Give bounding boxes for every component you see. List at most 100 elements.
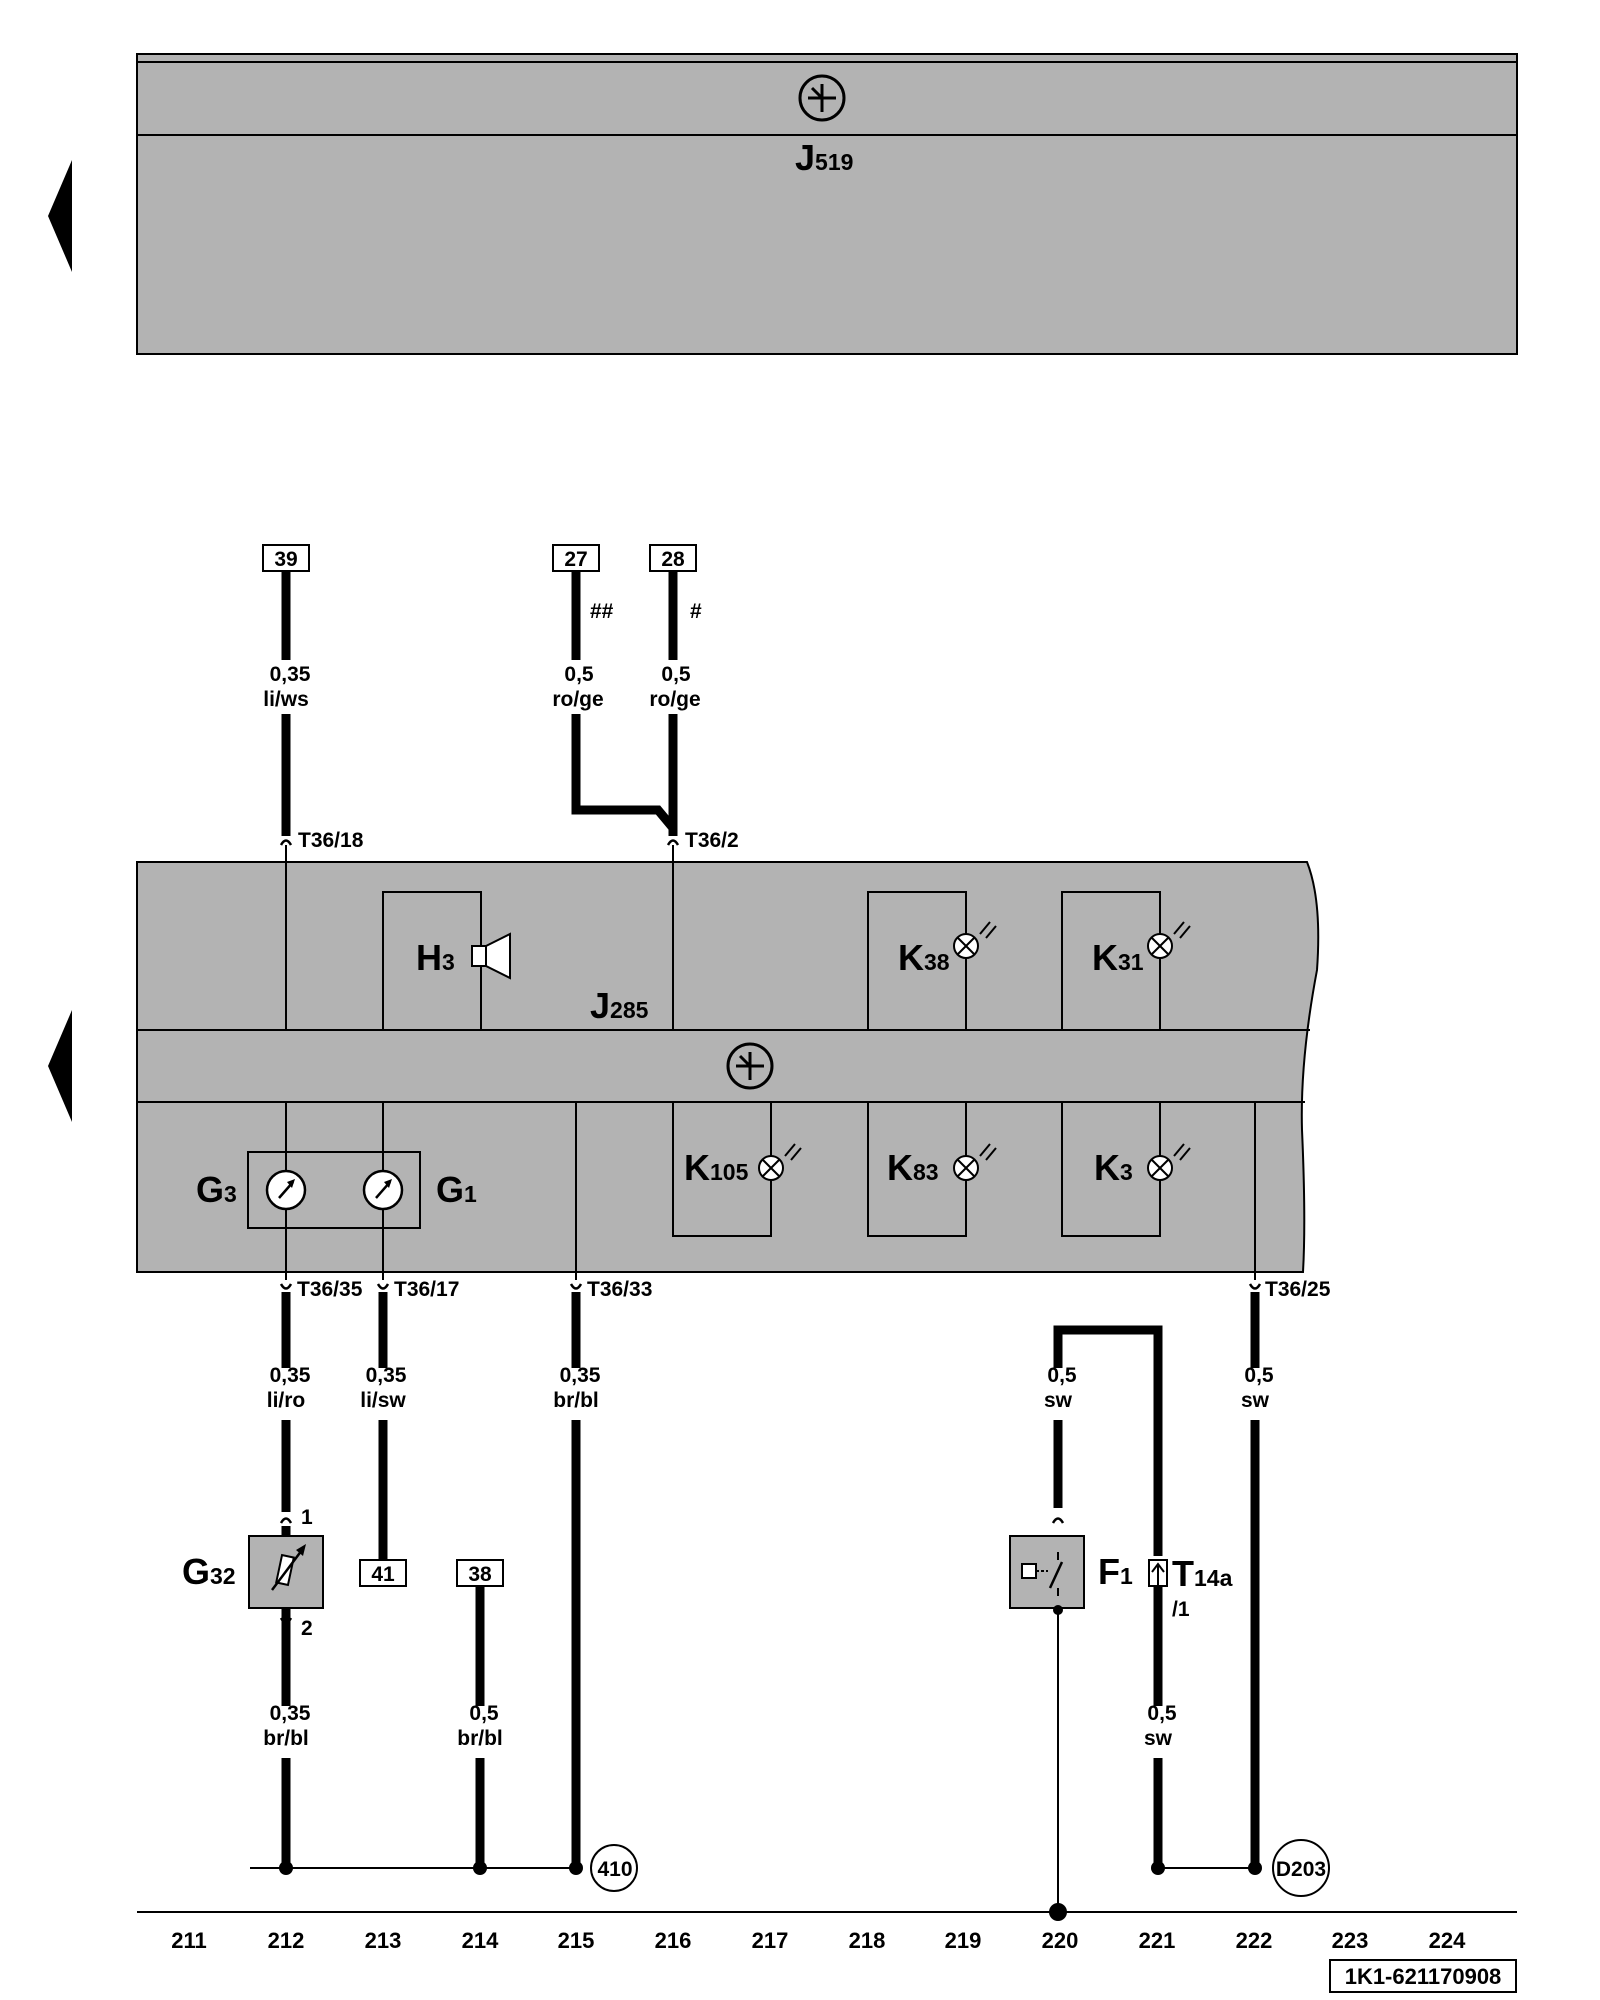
wire-t36-25-color: sw — [1241, 1389, 1270, 1412]
column-number: 222 — [1236, 1928, 1273, 1953]
wire-38-size: 0,5 — [469, 1702, 499, 1725]
lamp-icon — [1147, 921, 1191, 959]
buzzer-h3: H3 — [382, 891, 511, 1030]
f1-label: F1 — [1098, 1551, 1133, 1592]
column-number: 214 — [462, 1928, 499, 1953]
t14a-label: T14a — [1172, 1553, 1233, 1594]
junction-dot — [1049, 1903, 1067, 1921]
ref-box-28: 28 — [649, 544, 697, 572]
wire-t36-17-color: li/sw — [360, 1389, 406, 1412]
connector-t14a: T14a /1 — [1148, 1553, 1233, 1621]
column-numbers: 211 212 213 214 215 216 217 218 219 220 … — [171, 1928, 1466, 1953]
wire-27-size: 0,5 — [564, 663, 594, 686]
k105-label: K105 — [684, 1147, 749, 1188]
junction-dot — [1151, 1861, 1165, 1875]
electronic-symbol-icon — [726, 1042, 774, 1090]
connector-t36-35: T36/35 — [279, 1278, 363, 1301]
wire-39-color: li/ws — [263, 688, 309, 711]
column-number: 216 — [655, 1928, 692, 1953]
wire-t14a-size: 0,5 — [1147, 1702, 1177, 1725]
column-number: 212 — [268, 1928, 305, 1953]
column-number: 224 — [1429, 1928, 1466, 1953]
column-number: 211 — [171, 1928, 207, 1953]
gauge-icon — [265, 1169, 307, 1211]
switch-f1: F1 — [1009, 1517, 1133, 1609]
wire-t14a-color: sw — [1144, 1727, 1173, 1750]
junction-dot — [279, 1861, 293, 1875]
svg-text:T36/18: T36/18 — [298, 829, 364, 852]
wire-t36-17-size: 0,35 — [366, 1364, 407, 1387]
j519-label: J519 — [795, 137, 853, 178]
k3-label: K3 — [1094, 1147, 1133, 1188]
connector-t36-2: T36/2 — [666, 829, 739, 852]
warning-lamp-k31: K31 — [1061, 891, 1191, 1030]
wire-g32-size: 0,35 — [270, 1702, 311, 1725]
wire-f1-size: 0,5 — [1047, 1364, 1077, 1387]
column-number: 215 — [558, 1928, 595, 1953]
previous-page-arrow-icon[interactable] — [48, 1010, 72, 1122]
g32-label: G32 — [182, 1551, 236, 1592]
k31-label: K31 — [1092, 937, 1144, 978]
svg-text:38: 38 — [468, 1563, 492, 1586]
warning-lamp-k3: K3 — [1061, 1102, 1191, 1237]
svg-text:D203: D203 — [1276, 1858, 1326, 1881]
warning-lamp-k105: K105 — [672, 1102, 802, 1237]
column-number: 213 — [365, 1928, 402, 1953]
h3-label: H3 — [416, 937, 455, 978]
t14a-pin: /1 — [1172, 1598, 1190, 1621]
previous-page-arrow-icon[interactable] — [48, 160, 72, 272]
j285-label: J285 — [590, 985, 649, 1026]
connector-t36-33: T36/33 — [569, 1278, 652, 1301]
instrument-cluster-j285: H3 J285 K38 K31 — [136, 845, 1320, 1280]
junction-dot — [1053, 1605, 1063, 1615]
wire-27-lower — [571, 714, 678, 836]
wire-g32-color: br/bl — [263, 1727, 309, 1750]
k83-label: K83 — [887, 1147, 939, 1188]
gauges-g3-g1: G3 G1 — [196, 1102, 477, 1280]
mark-27: ## — [590, 600, 614, 623]
electronic-symbol-icon — [798, 74, 846, 122]
column-number: 219 — [945, 1928, 982, 1953]
j519-sub: 519 — [815, 149, 853, 175]
connector-t36-18: T36/18 — [279, 829, 364, 852]
wire-t36-35-color: li/ro — [267, 1389, 306, 1412]
lamp-icon — [758, 1143, 802, 1181]
svg-text:T36/17: T36/17 — [394, 1278, 459, 1301]
junction-dot — [473, 1861, 487, 1875]
ref-box-27: 27 — [552, 544, 600, 572]
svg-text:27: 27 — [564, 548, 587, 571]
wire-f1-color: sw — [1044, 1389, 1073, 1412]
wire-28-color: ro/ge — [649, 688, 700, 711]
wire-t36-33-color: br/bl — [553, 1389, 599, 1412]
column-number: 221 — [1139, 1928, 1176, 1953]
lamp-icon — [953, 921, 997, 959]
mark-28: # — [690, 600, 702, 623]
gauge-icon — [362, 1169, 404, 1211]
sender-g32: 1 2 G32 — [182, 1506, 324, 1640]
column-number: 218 — [849, 1928, 886, 1953]
wire-t36-35-size: 0,35 — [270, 1364, 311, 1387]
g32-pin-2: 2 — [301, 1617, 313, 1640]
warning-lamp-k83: K83 — [867, 1102, 997, 1237]
control-unit-j519: J519 — [136, 53, 1518, 355]
svg-text:T36/2: T36/2 — [685, 829, 739, 852]
brake-switch-icon — [1021, 1552, 1064, 1596]
svg-text:28: 28 — [661, 548, 685, 571]
svg-text:41: 41 — [371, 1563, 395, 1586]
wire-t36-25-size: 0,5 — [1244, 1364, 1274, 1387]
svg-text:T36/33: T36/33 — [587, 1278, 652, 1301]
svg-text:410: 410 — [597, 1858, 632, 1881]
ref-box-39: 39 — [262, 544, 310, 572]
g3-label: G3 — [196, 1169, 237, 1210]
g32-pin-1: 1 — [301, 1506, 313, 1529]
variable-resistor-icon — [271, 1544, 306, 1591]
ground-point-410: 410 — [590, 1844, 638, 1892]
warning-lamp-k38: K38 — [867, 891, 997, 1030]
connector-t36-25: T36/25 — [1248, 1278, 1331, 1301]
ground-point-d203: D203 — [1272, 1839, 1330, 1897]
column-number: 223 — [1332, 1928, 1369, 1953]
ref-box-38: 38 — [456, 1559, 504, 1587]
document-number: 1K1-621170908 — [1329, 1959, 1517, 1993]
connector-t36-17: T36/17 — [376, 1278, 459, 1301]
